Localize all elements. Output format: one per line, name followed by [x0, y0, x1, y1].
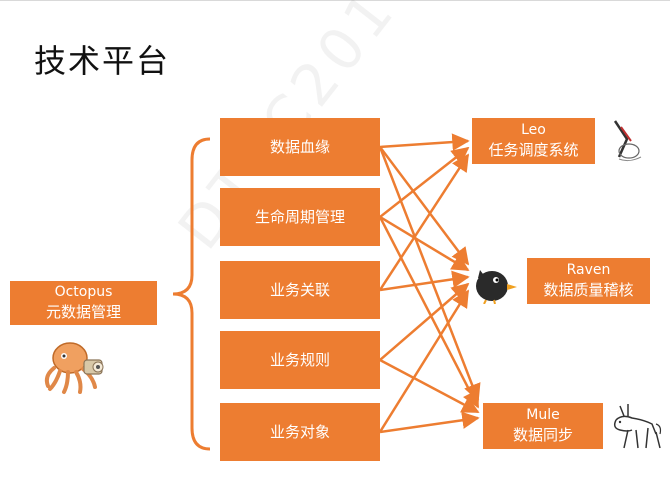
leo-box: Leo 任务调度系统	[472, 118, 595, 164]
raven-name: Raven	[566, 262, 611, 279]
arrow-relation-to-leo	[378, 153, 470, 291]
business-relation-label: 业务关联	[269, 280, 330, 299]
arrow-lineage-to-leo	[379, 133, 470, 151]
arrow-rules-to-mule	[379, 358, 480, 414]
mule-name: Mule	[526, 407, 560, 424]
octopus-name: Octopus	[54, 284, 113, 301]
raven-box: Raven 数据质量稽核	[527, 258, 650, 304]
grouping-bracket	[172, 137, 211, 451]
arrow-relation-to-raven	[379, 270, 470, 292]
arrow-rules-to-raven	[379, 282, 470, 361]
leo-name: Leo	[521, 122, 546, 139]
business-relation-box: 业务关联	[220, 261, 380, 319]
arrow-object-to-mule	[379, 411, 480, 434]
arrow-lifecycle-to-mule	[378, 216, 480, 409]
business-rules-box: 业务规则	[220, 331, 380, 389]
lineage-label: 数据血缘	[269, 137, 330, 156]
octopus-desc: 元数据管理	[45, 303, 121, 322]
lineage-box: 数据血缘	[220, 118, 380, 176]
lion-sketch-icon	[613, 120, 642, 162]
arrow-lineage-to-mule	[378, 146, 481, 402]
business-object-box: 业务对象	[220, 403, 380, 461]
business-rules-label: 业务规则	[269, 350, 330, 369]
arrow-lifecycle-to-raven	[379, 215, 470, 272]
raven-bird-icon	[476, 270, 517, 304]
arrow-lineage-to-raven	[379, 146, 470, 266]
leo-desc: 任务调度系统	[488, 141, 579, 160]
business-object-label: 业务对象	[269, 422, 330, 441]
page-title: 技术平台	[34, 42, 171, 80]
mule-sketch-icon	[613, 404, 662, 449]
lifecycle-label: 生命周期管理	[254, 207, 345, 226]
lifecycle-box: 生命周期管理	[220, 188, 380, 246]
top-divider	[0, 0, 670, 1]
arrow-object-to-raven	[378, 289, 470, 433]
raven-desc: 数据质量稽核	[543, 281, 634, 300]
octopus-icon	[44, 342, 104, 394]
octopus-box: Octopus 元数据管理	[10, 281, 157, 325]
mule-desc: 数据同步	[512, 426, 573, 445]
mule-box: Mule 数据同步	[483, 403, 603, 449]
